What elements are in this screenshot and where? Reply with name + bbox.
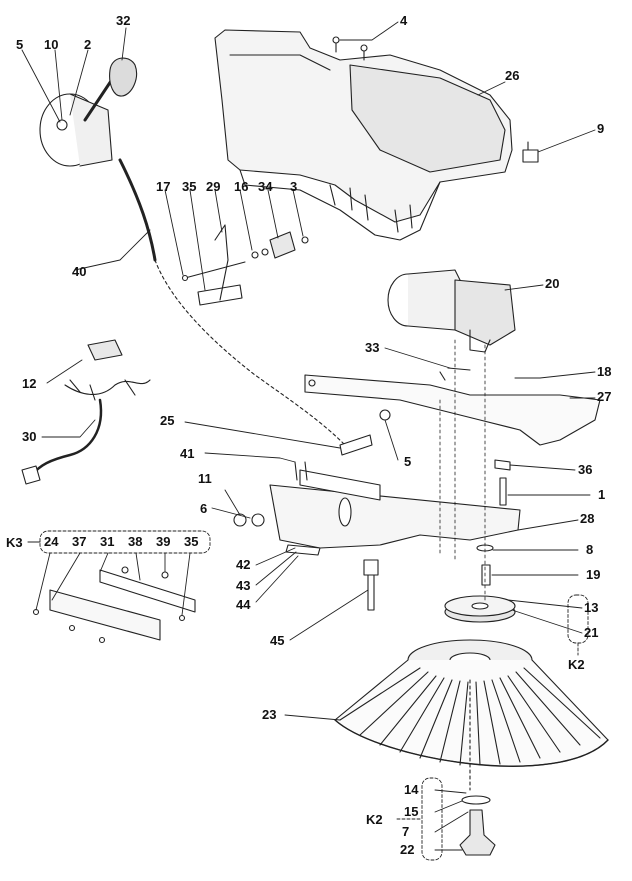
cover-part — [214, 29, 513, 241]
label-part-1: 1 — [598, 487, 606, 502]
label-part-35-kit: 35 — [184, 534, 199, 549]
label-part-40: 40 — [72, 264, 87, 279]
bolt-45 — [363, 559, 379, 611]
label-part-32: 32 — [116, 13, 131, 28]
label-part-19: 19 — [586, 567, 601, 582]
bolt-33 — [447, 367, 471, 371]
cable-40 — [118, 158, 157, 262]
label-part-24: 24 — [44, 534, 59, 549]
label-part-23: 23 — [262, 707, 277, 722]
hub-21 — [444, 595, 516, 623]
motor-20 — [387, 269, 516, 353]
label-part-31: 31 — [100, 534, 115, 549]
label-kit-k3: K3 — [6, 535, 23, 550]
pin-25 — [339, 434, 373, 456]
washer-15 — [461, 795, 491, 805]
frame-28 — [269, 469, 521, 549]
label-part-39: 39 — [156, 534, 171, 549]
label-part-43: 43 — [236, 578, 251, 593]
label-part-33: 33 — [365, 340, 380, 355]
label-part-26: 26 — [505, 68, 520, 83]
label-part-38: 38 — [128, 534, 143, 549]
label-part-13: 13 — [584, 600, 599, 615]
arm-27 — [304, 371, 601, 446]
label-part-25: 25 — [160, 413, 175, 428]
label-part-16: 16 — [234, 179, 249, 194]
switch-assembly — [181, 224, 309, 306]
label-part-20: 20 — [545, 276, 560, 291]
bolts-41 — [294, 461, 308, 481]
label-part-6: 6 — [200, 501, 208, 516]
label-part-3: 3 — [290, 179, 298, 194]
cable-40-dashed — [154, 259, 346, 446]
label-part-37: 37 — [72, 534, 87, 549]
brush-23 — [334, 639, 609, 767]
label-part-21: 21 — [584, 625, 599, 640]
bolt-19 — [481, 564, 491, 586]
label-part-11: 11 — [198, 471, 212, 486]
label-part-28: 28 — [580, 511, 595, 526]
bracket-9 — [522, 141, 539, 163]
k3-kit-parts — [32, 566, 196, 644]
bolt-1 — [499, 477, 507, 506]
label-part-15: 15 — [404, 804, 419, 819]
washer-11 — [251, 513, 265, 527]
label-part-22: 22 — [400, 842, 415, 857]
label-part-2: 2 — [84, 37, 92, 52]
label-part-5-lever: 5 — [16, 37, 24, 52]
wiring-harness — [21, 339, 151, 485]
screws-4 — [332, 36, 368, 61]
label-part-36: 36 — [578, 462, 593, 477]
label-part-5-nut: 5 — [404, 454, 412, 469]
label-kit-k2-lower: K2 — [366, 812, 383, 827]
label-part-30: 30 — [22, 429, 37, 444]
label-part-17: 17 — [156, 179, 171, 194]
label-part-35-switch: 35 — [182, 179, 197, 194]
label-part-4: 4 — [400, 13, 408, 28]
label-part-44: 44 — [236, 597, 251, 612]
label-part-34: 34 — [258, 179, 273, 194]
bracket-42 — [285, 544, 321, 556]
label-part-7: 7 — [402, 824, 410, 839]
label-part-29: 29 — [206, 179, 221, 194]
nut-5 — [379, 409, 391, 421]
label-kit-k2-upper: K2 — [568, 657, 585, 672]
label-part-8: 8 — [586, 542, 594, 557]
label-part-14: 14 — [404, 782, 419, 797]
label-part-27: 27 — [597, 389, 612, 404]
label-part-9: 9 — [597, 121, 605, 136]
label-part-42: 42 — [236, 557, 251, 572]
nut-6 — [233, 513, 247, 527]
label-part-12: 12 — [22, 376, 37, 391]
label-part-45: 45 — [270, 633, 285, 648]
label-part-41: 41 — [180, 446, 195, 461]
label-part-10: 10 — [44, 37, 59, 52]
knob-22 — [459, 809, 496, 856]
label-part-18: 18 — [597, 364, 612, 379]
spacer-36 — [494, 459, 511, 471]
